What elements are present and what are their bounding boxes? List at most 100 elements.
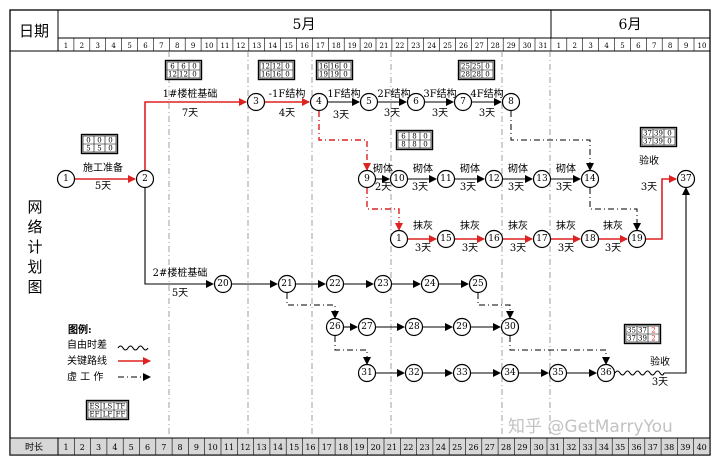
- day-number: 29: [507, 42, 516, 50]
- svg-text:32: 32: [408, 368, 419, 378]
- day-number: 27: [475, 42, 484, 50]
- time-parameter-value: 8: [401, 140, 405, 148]
- svg-text:25: 25: [472, 279, 484, 289]
- day-number: 9: [191, 42, 195, 50]
- activity-label: 砌体: [413, 163, 433, 175]
- activity-label: 3天: [641, 182, 657, 193]
- time-parameter-value: 12: [261, 62, 270, 70]
- legend-critical-path: 关键路线: [67, 354, 107, 367]
- svg-text:28: 28: [408, 322, 420, 332]
- time-parameter-value: 0: [192, 70, 196, 78]
- activity-label: 1F结构: [327, 87, 360, 100]
- event-node: 25: [468, 274, 488, 294]
- svg-text:26: 26: [329, 322, 341, 332]
- day-number: 1: [64, 42, 68, 50]
- time-parameter-value: 2: [651, 334, 655, 342]
- activity-label: 3天: [384, 108, 400, 119]
- duration-cell: 10: [208, 443, 218, 452]
- day-number: 3: [588, 42, 592, 50]
- time-parameter-value: ES: [90, 402, 100, 410]
- activity-label: 3天: [508, 182, 524, 193]
- time-parameter-value: 19: [319, 70, 328, 78]
- day-number: 4: [604, 42, 609, 50]
- event-node: 15: [436, 229, 456, 249]
- event-node: 16: [484, 229, 504, 249]
- event-node: 3: [246, 92, 266, 112]
- time-parameter-value: 37: [627, 334, 636, 342]
- activity-label: 4天: [279, 108, 295, 119]
- activity-label: 砌体: [508, 163, 528, 175]
- svg-text:7: 7: [460, 97, 466, 107]
- time-parameter-value: 0: [108, 136, 112, 144]
- day-number: 20: [364, 42, 373, 50]
- time-parameter-value: 16: [272, 70, 281, 78]
- duration-cell: 40: [697, 443, 707, 452]
- activity-label: 2天: [375, 182, 391, 193]
- time-parameter-value: 0: [667, 129, 671, 137]
- activity-label: 抹灰: [556, 219, 576, 232]
- day-number: 18: [332, 42, 341, 50]
- duration-cell: 37: [648, 443, 658, 452]
- time-parameter-value: 0: [343, 62, 347, 70]
- day-number: 6: [636, 42, 641, 50]
- day-number: 6: [143, 42, 148, 50]
- event-node: 5: [359, 92, 379, 112]
- time-parameter-value: 35: [627, 326, 636, 334]
- activity-label: 3天: [460, 182, 476, 193]
- time-parameter-value: 0: [343, 70, 347, 78]
- event-node: 9: [357, 169, 377, 189]
- day-number: 9: [684, 42, 688, 50]
- duration-cell: 7: [161, 443, 166, 452]
- event-node: 24: [420, 274, 440, 294]
- time-parameter-value: 12: [179, 70, 188, 78]
- time-parameter-value: EF: [90, 410, 100, 418]
- event-node: 2: [135, 169, 155, 189]
- day-number: 11: [220, 42, 229, 50]
- svg-text:23: 23: [377, 279, 389, 289]
- time-parameter-value: 2: [651, 326, 655, 334]
- event-node: 19: [627, 229, 647, 249]
- activity-label: 3天: [556, 182, 572, 193]
- time-parameter-value: 12: [272, 62, 281, 70]
- activity-label: 2F结构: [377, 87, 410, 100]
- activity-label: 5天: [95, 181, 111, 192]
- duration-cell: 38: [664, 443, 674, 452]
- svg-text:27: 27: [361, 322, 373, 332]
- day-number: 28: [491, 42, 500, 50]
- event-node: 11: [436, 169, 456, 189]
- event-node: 27: [357, 317, 377, 337]
- duration-cell: 3: [96, 443, 101, 452]
- duration-cell: 19: [354, 443, 364, 452]
- time-parameter-value: 16: [261, 70, 270, 78]
- svg-text:8: 8: [508, 97, 514, 107]
- time-parameter-value: LS: [103, 402, 113, 410]
- day-number: 26: [459, 42, 468, 50]
- activity-label: 3F结构: [423, 87, 456, 100]
- duration-cell: 28: [501, 443, 511, 452]
- activity-label: 3天: [462, 243, 478, 254]
- activity-label: 5天: [172, 288, 188, 299]
- date-label: 日期: [19, 22, 49, 40]
- event-node: 34: [500, 363, 520, 383]
- duration-cell: 6: [145, 443, 150, 452]
- duration-cell: 24: [436, 443, 446, 452]
- duration-cell: 17: [322, 443, 332, 452]
- svg-text:21: 21: [281, 279, 292, 289]
- event-node: 14: [580, 169, 600, 189]
- time-parameter-value: 28: [461, 70, 470, 78]
- day-number: 1: [557, 42, 561, 50]
- activity-label: 验收: [650, 355, 670, 368]
- month-june: 6月: [619, 17, 642, 33]
- time-parameter-value: 0: [485, 70, 489, 78]
- svg-text:20: 20: [217, 279, 229, 289]
- day-number: 10: [205, 42, 214, 50]
- duration-cell: 26: [468, 443, 478, 452]
- activity-label: 抹灰: [413, 219, 433, 232]
- time-parameter-value: 39: [654, 129, 663, 137]
